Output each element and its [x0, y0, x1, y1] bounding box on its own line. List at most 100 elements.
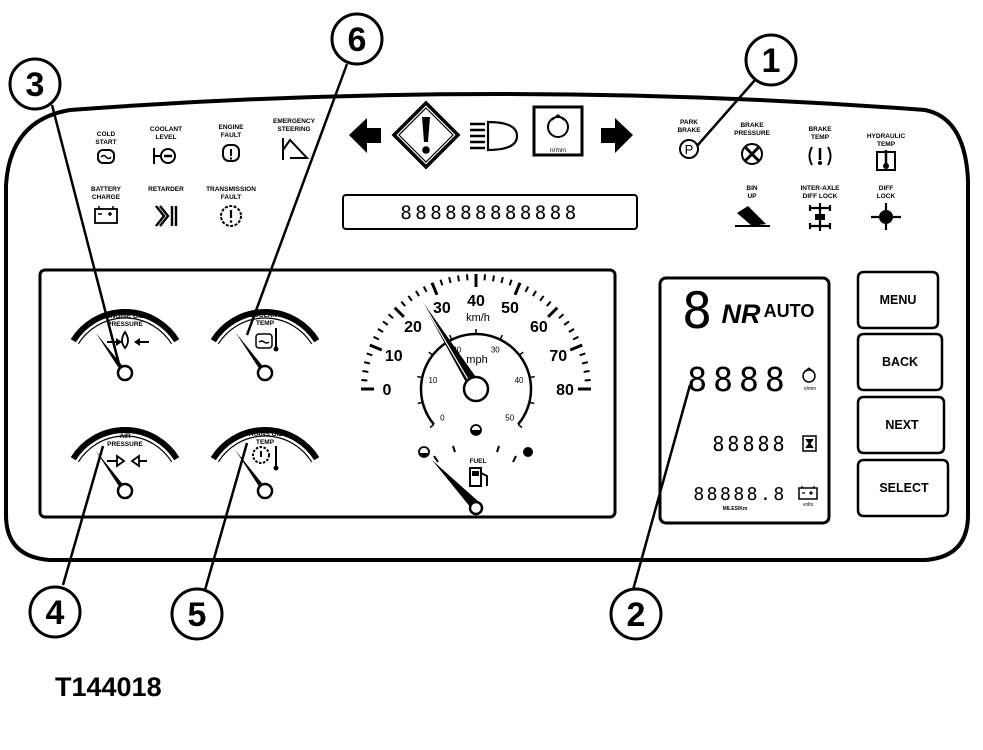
mode-indicator: AUTO: [764, 301, 815, 321]
kmh-tick: [583, 370, 590, 373]
diff-lock-icon: [871, 203, 901, 230]
callout-3: 3: [8, 57, 62, 111]
kmh-tick: [362, 370, 369, 373]
gauge-arc: [210, 309, 320, 343]
indicator-label: RETARDER: [148, 186, 184, 193]
mph-tick: [518, 351, 524, 356]
kmh-tick: [373, 335, 380, 341]
volts-unit-label: volts: [803, 502, 814, 508]
callout-2: 2: [609, 587, 663, 641]
emergency-steering-icon: [282, 138, 310, 160]
rpm-digits: 8888: [687, 360, 790, 399]
fuel-label: FUEL: [470, 458, 487, 465]
kmh-tick: [366, 352, 373, 357]
inter-axle-diff-lock-icon: [808, 203, 832, 231]
fuel-gauge-tick: [512, 455, 517, 463]
gauge-hub: [116, 482, 134, 500]
gauge-inner-arc: [217, 435, 313, 463]
mph-tick: [428, 351, 434, 356]
cluster-housing: [4, 92, 970, 562]
gauge-hub: [256, 364, 274, 382]
odometer-digits: 88888.8: [693, 484, 786, 505]
speedometer-needle: [420, 298, 478, 386]
kmh-label: 0: [383, 382, 392, 399]
mph-tick: [499, 334, 503, 340]
bin-up-icon: [735, 206, 770, 227]
menu-button[interactable]: MENU: [856, 270, 940, 330]
fuel-full-marker-icon: [523, 447, 533, 457]
select-button[interactable]: SELECT: [856, 458, 950, 518]
back-button[interactable]: BACK: [856, 332, 944, 392]
kmh-tick: [415, 290, 420, 297]
rpm-unit-small: n/min: [804, 386, 816, 392]
park-brake-symbol: P: [685, 142, 694, 157]
callout-number: 1: [762, 42, 781, 80]
gauge-trans-oil-temp: [210, 427, 320, 500]
fuel-gauge: FUEL: [418, 424, 533, 516]
kmh-tick: [568, 328, 575, 333]
kmh-tick: [448, 276, 452, 284]
message-display-digits: 888888888888: [400, 202, 579, 224]
mph-arc: [419, 332, 533, 426]
speedometer-ticks: [361, 274, 591, 429]
gauge-arc: [70, 309, 180, 343]
next-button[interactable]: NEXT: [856, 395, 946, 455]
battery-volts-icon: [798, 486, 818, 500]
kmh-tick: [572, 335, 579, 341]
kmh-label: 30: [433, 300, 451, 317]
air-pressure-icon: [107, 454, 147, 468]
rpm-indicator-icon: n/min: [532, 105, 584, 157]
mph-label: 20: [452, 345, 461, 354]
fuel-needle: [432, 460, 479, 508]
fuel-gauge-tick: [496, 445, 500, 453]
kmh-tick: [563, 320, 570, 326]
back-button-label: BACK: [882, 355, 918, 369]
kmh-tick: [508, 279, 513, 286]
mph-label: 30: [491, 345, 500, 354]
gauge-arc: [70, 427, 180, 461]
fuel-half-marker-icon: [470, 424, 482, 436]
kmh-label: 20: [404, 319, 422, 336]
hydraulic-temp-icon: [876, 150, 896, 171]
kmh-tick: [539, 295, 545, 302]
message-display: 888888888888: [342, 194, 638, 230]
gauge-inner-arc: [77, 317, 173, 345]
kmh-tick: [513, 282, 522, 296]
gauge-needle: [235, 332, 268, 375]
kmh-label: 60: [530, 319, 548, 336]
trans-oil-temp-icon: [252, 446, 279, 471]
kmh-label: 50: [501, 300, 519, 317]
select-button-label: SELECT: [879, 481, 929, 495]
indicator-retarder: RETARDER: [148, 186, 184, 227]
kmh-label: 70: [549, 348, 567, 365]
kmh-tick: [439, 279, 444, 286]
battery-charge-icon: [94, 206, 118, 224]
fuel-needle-hub: [468, 500, 484, 516]
fuel-gauge-tick: [433, 455, 439, 463]
park-brake-icon: P: [679, 139, 699, 159]
menu-button-label: MENU: [880, 293, 917, 307]
kmh-tick: [377, 328, 384, 333]
kmh-tick: [500, 276, 504, 284]
mph-label: 40: [515, 376, 524, 385]
mph-tick: [529, 401, 535, 405]
